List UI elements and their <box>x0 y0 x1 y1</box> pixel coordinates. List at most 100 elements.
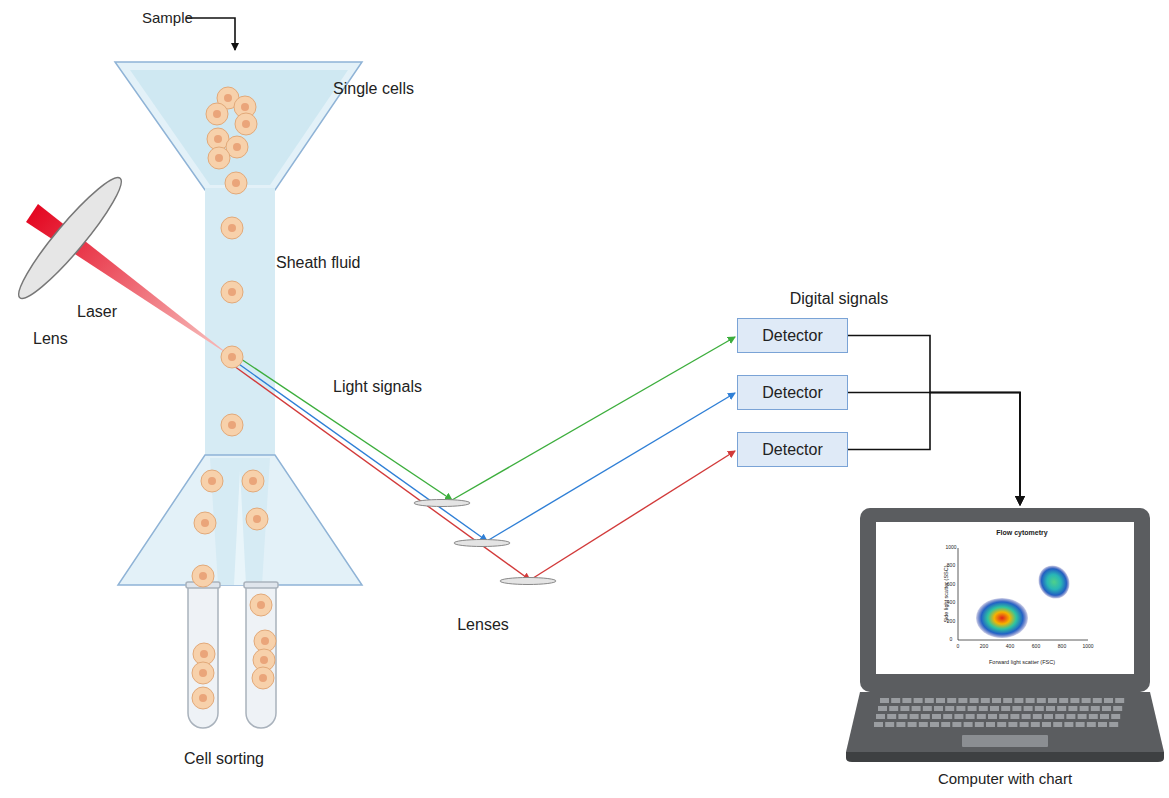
cell-nucleus <box>199 694 207 702</box>
cell <box>192 687 214 709</box>
cell-nucleus <box>228 288 236 296</box>
cell-nucleus <box>241 103 249 111</box>
key <box>874 722 883 727</box>
key <box>999 714 1008 719</box>
cell-nucleus <box>199 572 207 580</box>
detector-box: Detector <box>737 375 848 410</box>
lens-symbol <box>9 169 131 307</box>
key <box>1057 706 1066 711</box>
key <box>1087 722 1096 727</box>
key <box>966 714 975 719</box>
key <box>1115 698 1124 703</box>
cell-nucleus <box>260 656 268 664</box>
key <box>964 722 973 727</box>
key <box>1014 698 1023 703</box>
key <box>936 698 945 703</box>
signal-connector <box>848 393 1020 506</box>
key <box>992 698 1001 703</box>
key <box>1048 698 1057 703</box>
key <box>990 706 999 711</box>
cell-nucleus <box>214 135 222 143</box>
key <box>1104 698 1113 703</box>
cell <box>221 281 243 303</box>
key <box>1064 722 1073 727</box>
chart-text: Forward light scatter (FSC) <box>989 659 1055 665</box>
key <box>880 698 889 703</box>
key <box>878 706 887 711</box>
key <box>1113 706 1122 711</box>
cell-nucleus <box>200 650 208 658</box>
signal-connector <box>848 393 1020 506</box>
key <box>1046 706 1055 711</box>
part-label: Lenses <box>457 616 509 634</box>
key <box>1055 714 1064 719</box>
key <box>932 714 941 719</box>
cell <box>242 470 264 492</box>
chart-text: 400 <box>947 600 955 606</box>
key <box>934 706 943 711</box>
cell-nucleus <box>224 94 232 102</box>
cell-nucleus <box>213 110 221 118</box>
chart-text: 200 <box>947 619 955 625</box>
key <box>1001 706 1010 711</box>
key <box>1102 706 1111 711</box>
chart <box>958 548 1088 640</box>
key <box>1033 714 1042 719</box>
cell <box>208 147 230 169</box>
key <box>887 714 896 719</box>
key <box>1068 706 1077 711</box>
key <box>912 706 921 711</box>
key <box>1070 698 1079 703</box>
cell <box>250 594 272 616</box>
key <box>1100 714 1109 719</box>
key <box>1059 698 1068 703</box>
key <box>1076 722 1085 727</box>
key <box>925 698 934 703</box>
cell <box>194 512 216 534</box>
signal-connector <box>848 336 1020 506</box>
cell <box>192 662 214 684</box>
key <box>1020 722 1029 727</box>
key <box>889 706 898 711</box>
cell <box>201 470 223 492</box>
key <box>1035 706 1044 711</box>
chart-text: 800 <box>1058 644 1066 650</box>
cell <box>221 346 243 368</box>
flow-cell <box>115 62 362 585</box>
key <box>923 706 932 711</box>
part-label: Digital signals <box>790 290 889 308</box>
cell-nucleus <box>199 669 207 677</box>
key <box>954 714 963 719</box>
part-label: Light signals <box>333 378 422 396</box>
key <box>914 698 923 703</box>
key <box>1053 722 1062 727</box>
key <box>1066 714 1075 719</box>
box-label: Detector <box>762 327 822 345</box>
key <box>1042 722 1051 727</box>
key <box>945 706 954 711</box>
cell-nucleus <box>228 224 236 232</box>
chart-text: 600 <box>1032 644 1040 650</box>
cell <box>252 667 274 689</box>
chart-text: Side light scatter (SSC) <box>943 565 949 622</box>
key <box>876 714 885 719</box>
key <box>1044 714 1053 719</box>
key <box>1022 714 1031 719</box>
key <box>908 722 917 727</box>
cell <box>225 172 247 194</box>
cell-nucleus <box>208 477 216 485</box>
key <box>1078 714 1087 719</box>
chart-text: 600 <box>947 582 955 588</box>
box-label: Detector <box>762 384 822 402</box>
key <box>977 714 986 719</box>
key <box>1012 706 1021 711</box>
key <box>1109 722 1118 727</box>
key <box>1008 722 1017 727</box>
key <box>968 706 977 711</box>
key <box>979 706 988 711</box>
cell-nucleus <box>215 154 223 162</box>
part-label: Laser <box>77 303 117 321</box>
key <box>947 698 956 703</box>
